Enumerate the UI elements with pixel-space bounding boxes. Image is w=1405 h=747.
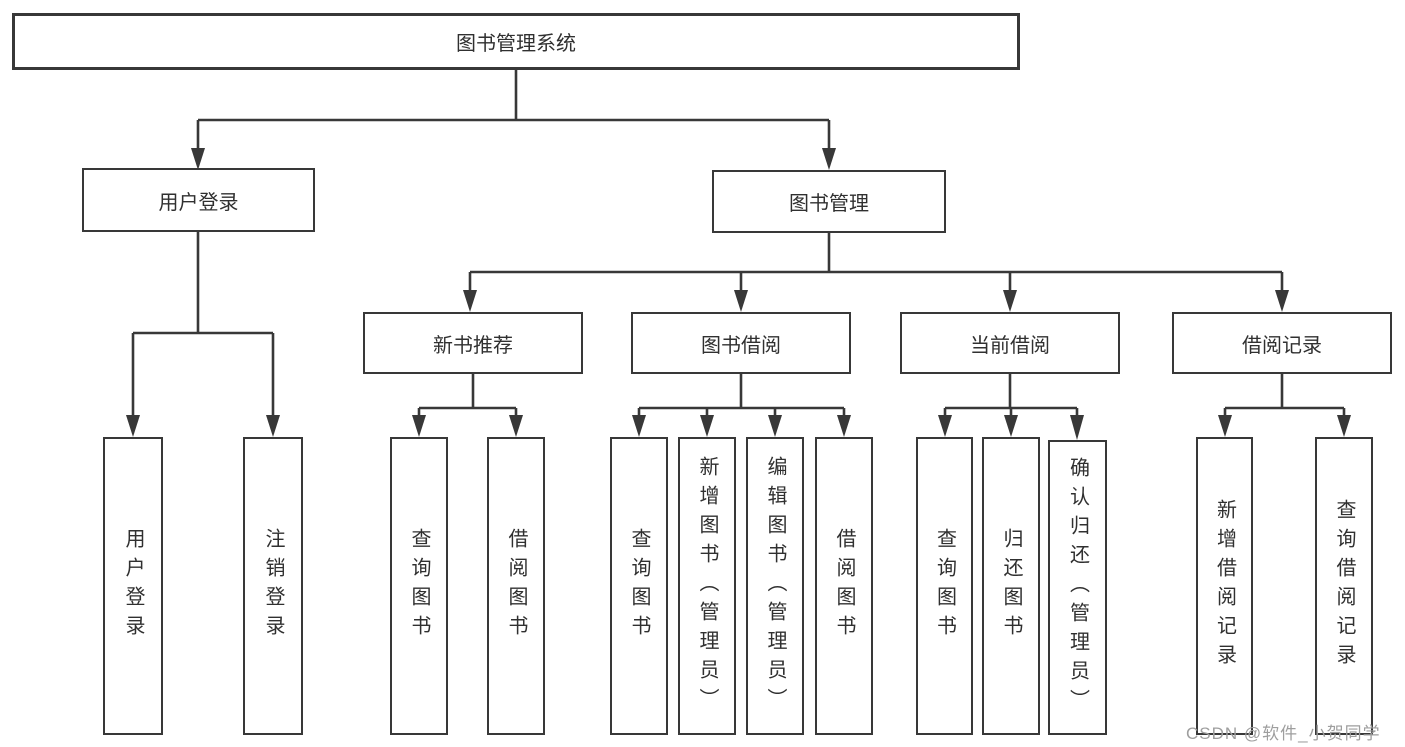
leaf-query-books-current: 查询图书 — [916, 437, 973, 735]
node-label: 借阅图书 — [505, 528, 527, 644]
node-label: 用户登录 — [158, 191, 239, 214]
csdn-watermark: CSDN @软件_小贺同学 — [1186, 724, 1381, 743]
node-label: 查询图书 — [933, 528, 956, 644]
leaf-user-login: 用户登录 — [103, 437, 163, 735]
leaf-add-books-admin: 新增图书（管理员） — [678, 437, 736, 735]
node-borrowing-records: 借阅记录 — [1172, 312, 1392, 374]
node-new-book-recommendation: 新书推荐 — [363, 312, 583, 374]
node-book-management: 图书管理 — [712, 170, 946, 233]
node-label: 新增图书（管理员） — [696, 455, 718, 717]
node-user-login: 用户登录 — [82, 168, 315, 232]
node-label: 当前借阅 — [970, 334, 1050, 357]
leaf-query-books-borrowing: 查询图书 — [610, 437, 668, 735]
leaf-add-borrow-record: 新增借阅记录 — [1196, 437, 1253, 735]
node-label: 图书管理 — [789, 193, 869, 215]
node-label: 图书借阅 — [701, 334, 781, 357]
node-label: 查询图书 — [408, 528, 430, 644]
node-book-management-system: 图书管理系统 — [12, 13, 1020, 70]
node-label: 查询借阅记录 — [1333, 499, 1355, 673]
node-book-borrowing: 图书借阅 — [631, 312, 851, 374]
node-label: 用户登录 — [122, 528, 144, 644]
node-label: 注销登录 — [262, 528, 284, 644]
node-label: 借阅记录 — [1242, 334, 1322, 357]
leaf-logout: 注销登录 — [243, 437, 303, 735]
leaf-return-books: 归还图书 — [982, 437, 1040, 735]
leaf-query-borrow-record: 查询借阅记录 — [1315, 437, 1373, 735]
node-label: 图书管理系统 — [456, 33, 576, 55]
leaf-query-books-recommend: 查询图书 — [390, 437, 448, 735]
leaf-borrow-books-recommend: 借阅图书 — [487, 437, 545, 735]
node-label: 借阅图书 — [833, 528, 855, 644]
node-label: 新书推荐 — [433, 334, 513, 357]
node-label: 归还图书 — [1000, 528, 1022, 644]
leaf-confirm-return-admin: 确认归还（管理员） — [1048, 440, 1107, 735]
node-label: 新增借阅记录 — [1213, 499, 1236, 673]
node-label: 确认归还（管理员） — [1066, 457, 1089, 718]
leaf-edit-books-admin: 编辑图书（管理员） — [746, 437, 804, 735]
leaf-borrow-books: 借阅图书 — [815, 437, 873, 735]
node-label: 查询图书 — [628, 528, 650, 644]
node-label: 编辑图书（管理员） — [764, 455, 786, 717]
node-current-borrowing: 当前借阅 — [900, 312, 1120, 374]
